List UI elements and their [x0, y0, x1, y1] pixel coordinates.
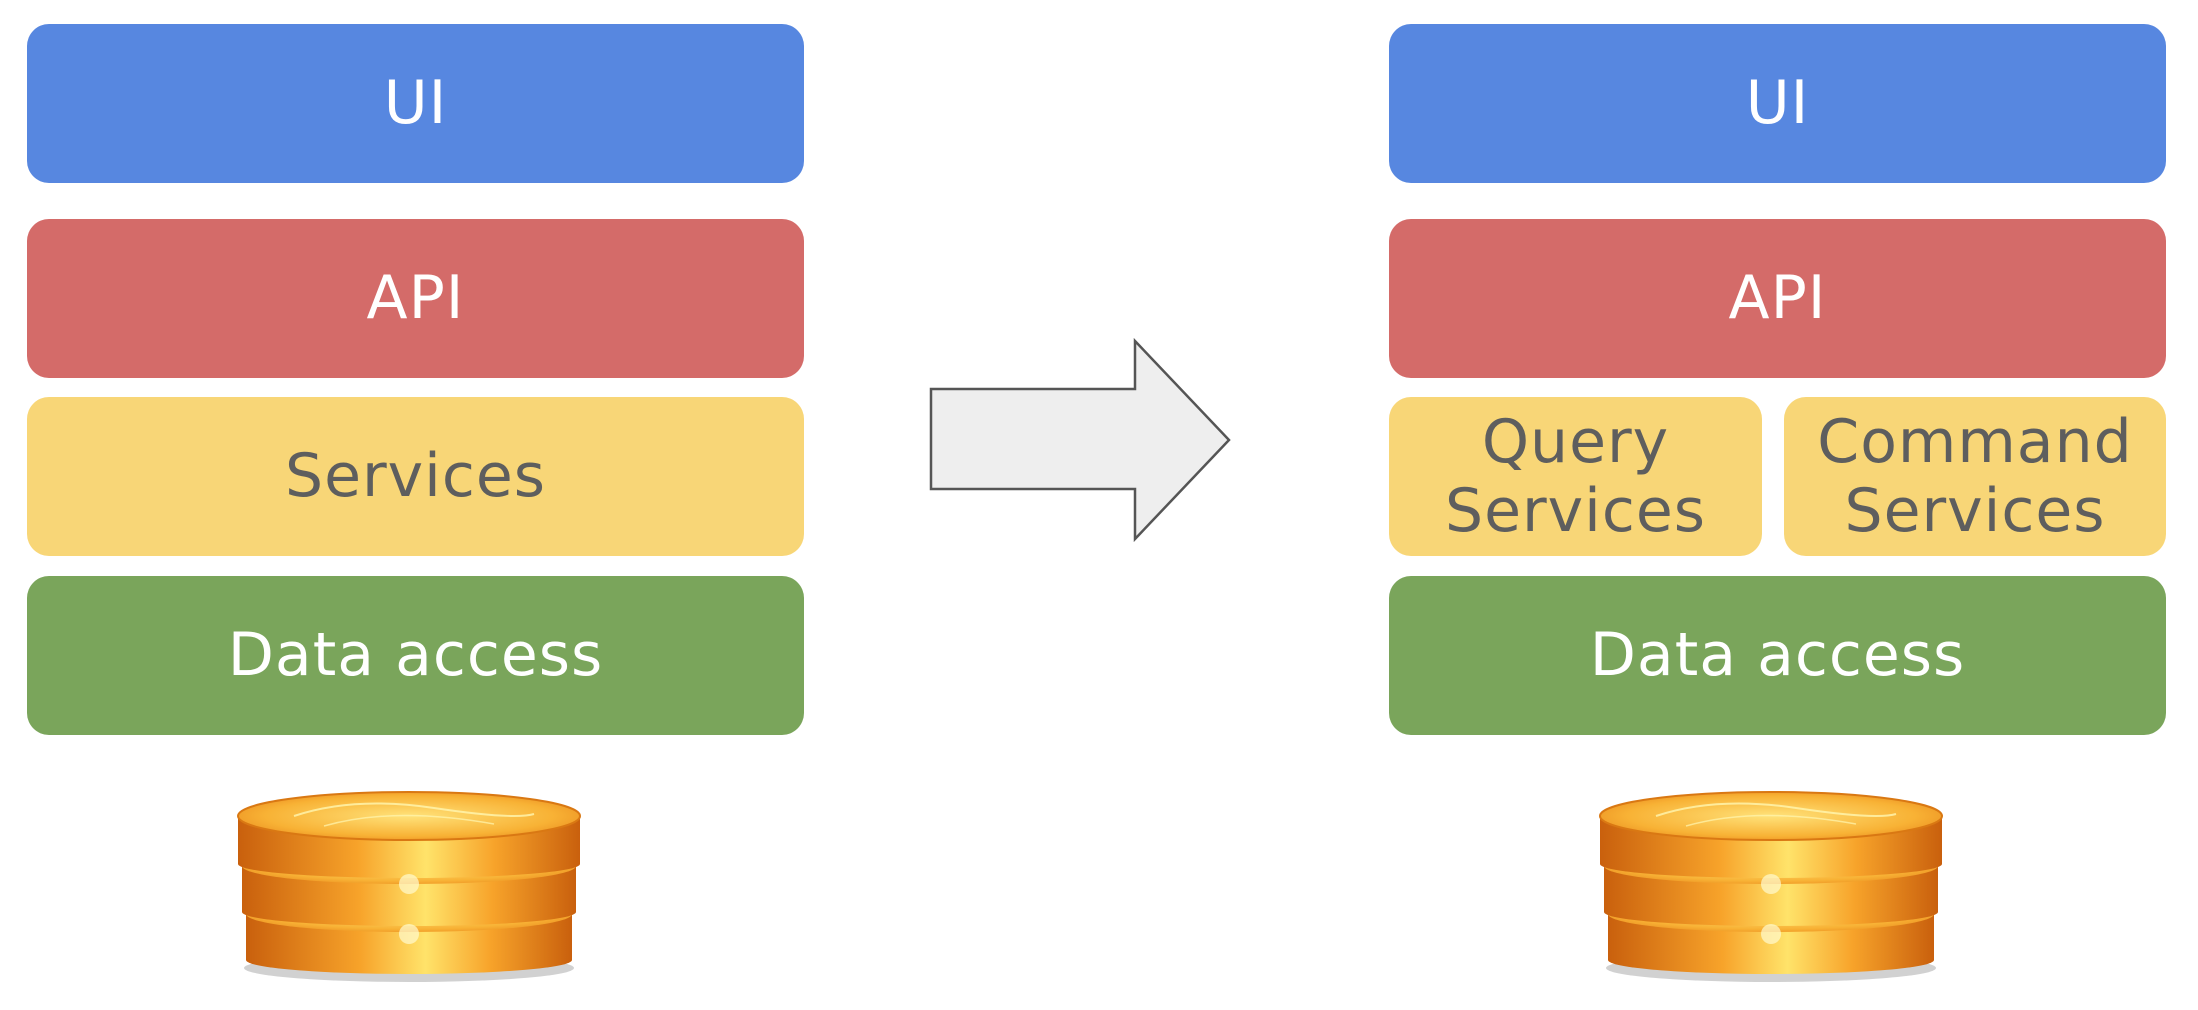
- left-api-layer: API: [27, 219, 804, 378]
- right-api-layer: API: [1389, 219, 2166, 378]
- left-data-access-label: Data access: [227, 620, 604, 690]
- left-ui-label: UI: [383, 68, 448, 138]
- query-services-layer: Query Services: [1389, 397, 1762, 556]
- right-data-access-label: Data access: [1589, 620, 1966, 690]
- left-data-access-layer: Data access: [27, 576, 804, 735]
- query-services-label: Query Services: [1444, 406, 1706, 546]
- right-data-access-layer: Data access: [1389, 576, 2166, 735]
- right-ui-label: UI: [1745, 68, 1810, 138]
- query-services-label-line2: Services: [1444, 475, 1706, 546]
- database-stack-icon: [237, 791, 581, 982]
- right-arrow-icon: [929, 337, 1231, 543]
- command-services-label-line1: Command: [1817, 406, 2133, 477]
- command-services-layer: Command Services: [1784, 397, 2166, 556]
- query-services-label-line1: Query: [1481, 406, 1670, 477]
- right-ui-layer: UI: [1389, 24, 2166, 183]
- left-ui-layer: UI: [27, 24, 804, 183]
- right-api-label: API: [1728, 263, 1827, 333]
- left-api-label: API: [366, 263, 465, 333]
- left-services-layer: Services: [27, 397, 804, 556]
- command-services-label-line2: Services: [1844, 475, 2106, 546]
- command-services-label: Command Services: [1817, 406, 2133, 546]
- database-stack-icon: [1599, 791, 1943, 982]
- left-services-label: Services: [284, 441, 546, 511]
